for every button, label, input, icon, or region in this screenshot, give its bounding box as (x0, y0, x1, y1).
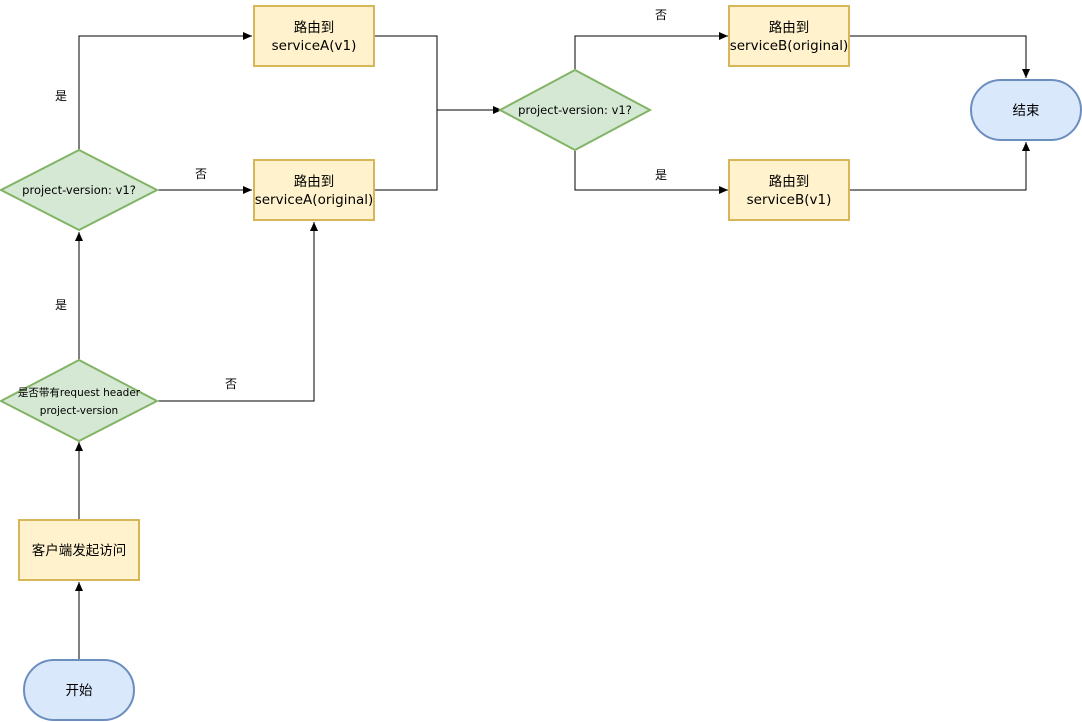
route-service-a-original-line1: 路由到 (294, 174, 335, 190)
edge-route-b-original-to-end (849, 35, 1030, 78)
start-terminal: 开始 (23, 659, 135, 721)
route-service-b-original: 路由到 serviceB(original) (728, 5, 850, 67)
route-service-a-v1: 路由到 serviceA(v1) (253, 5, 375, 67)
edge-version-b-yes (574, 150, 728, 194)
label-header-yes: 是 (55, 298, 67, 312)
version-b-decision-label: project-version: v1? (518, 103, 632, 117)
client-request-label: 客户端发起访问 (32, 542, 127, 559)
route-service-a-v1-line2: serviceA(v1) (272, 38, 357, 54)
label-version-b-no: 否 (655, 8, 667, 22)
route-service-b-v1-line2: serviceB(v1) (747, 192, 832, 208)
route-service-b-original-line1: 路由到 (769, 20, 810, 36)
edge-version-a-yes (78, 32, 252, 150)
route-service-b-v1: 路由到 serviceB(v1) (728, 159, 850, 221)
edge-route-a-v1-merge (374, 35, 438, 110)
end-label: 结束 (1013, 103, 1041, 119)
header-decision: 是否带有request header project-version (0, 358, 160, 443)
route-service-b-v1-line1: 路由到 (769, 174, 810, 190)
label-version-b-yes: 是 (655, 168, 667, 182)
label-version-a-no: 否 (195, 167, 207, 181)
header-decision-line2: project-version (40, 405, 118, 417)
version-a-decision-label: project-version: v1? (22, 183, 136, 197)
header-decision-line1: 是否带有request header (18, 386, 141, 399)
edge-route-a-original-merge (374, 110, 438, 191)
start-label: 开始 (66, 683, 93, 699)
route-service-a-original-line2: serviceA(original) (255, 192, 374, 208)
edge-header-no (157, 222, 318, 402)
end-terminal: 结束 (970, 79, 1082, 141)
edge-route-b-v1-to-end (849, 142, 1030, 191)
client-request-box: 客户端发起访问 (18, 519, 140, 581)
version-a-decision: project-version: v1? (0, 148, 160, 232)
route-service-a-v1-line1: 路由到 (294, 20, 335, 36)
label-header-no: 否 (225, 377, 237, 391)
route-service-b-original-line2: serviceB(original) (730, 38, 849, 54)
route-service-a-original: 路由到 serviceA(original) (253, 159, 375, 221)
label-version-a-yes: 是 (55, 89, 67, 103)
version-b-decision: project-version: v1? (497, 68, 653, 152)
edge-version-b-no (574, 32, 728, 70)
